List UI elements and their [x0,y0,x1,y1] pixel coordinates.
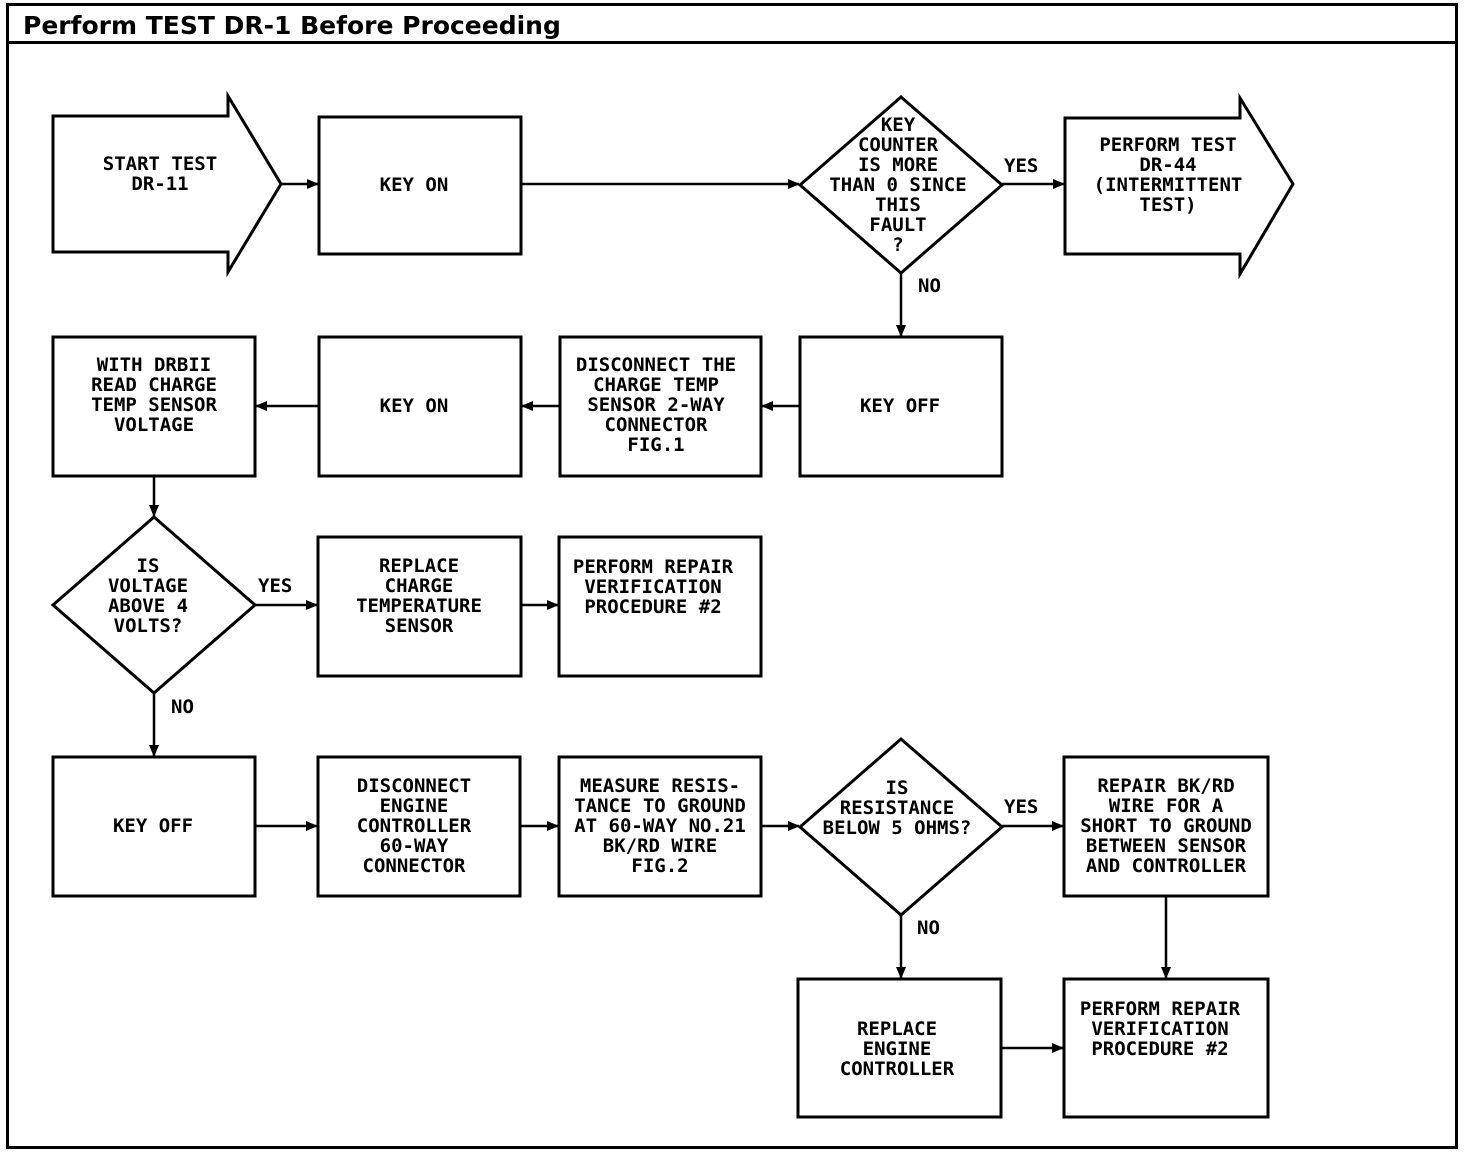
node-text-line: THIS [875,194,921,216]
node-text-line: PROCEDURE #2 [584,596,721,618]
node-text-line: WIRE FOR A [1109,795,1224,817]
node-text-line: TEMP SENSOR [91,394,217,416]
node-text-line: KEY OFF [113,815,193,837]
node-text-line: VOLTAGE [114,414,194,436]
node-text-line: VOLTS? [114,615,183,637]
node-text-line: ABOVE 4 [108,595,188,617]
start-arrow-shape [51,90,283,278]
verify-box-2 [1062,977,1270,1119]
verify-box-1 [557,535,763,678]
node-text-line: AT 60-WAY NO.21 [574,815,746,837]
node-text-line: READ CHARGE [91,374,217,396]
node-text-line: 60-WAY [380,835,449,857]
node-text-line: VERIFICATION [584,576,721,598]
node-text-line: FIG.2 [631,855,688,877]
node-text-line: RESISTANCE [840,797,954,819]
node-text-line: PERFORM REPAIR [573,556,734,578]
edge-label-yes-2: YES [258,575,292,597]
edge-label-no-3: NO [917,917,940,939]
node-text-line: TEMPERATURE [356,595,482,617]
key-on-box-1 [317,115,523,256]
node-text-line: SENSOR 2-WAY [587,394,725,416]
node-text-line: SHORT TO GROUND [1080,815,1252,837]
node-text-line: IS [137,555,160,577]
key-on-label-1: KEY ON [380,174,449,196]
node-text-line: REPLACE [379,555,459,577]
node-text-line: CONTROLLER [840,1058,955,1080]
node-text-line: COUNTER [858,134,939,156]
node-text-line: DR-44 [1139,154,1196,176]
node-text-line: IS [886,777,909,799]
repair-wire-box [1062,755,1270,898]
key-on-label-2: KEY ON [380,395,449,417]
node-text-line: ? [892,234,903,256]
key-off-label-2: KEY OFF [113,815,193,837]
node-text-line: WITH DRBII [97,354,211,376]
disconnect-engine-box [316,755,522,898]
node-text-line: THAN 0 SINCE [829,174,966,196]
node-text-line: VOLTAGE [108,575,188,597]
node-text-line: FAULT [869,214,926,236]
node-text-line: PROCEDURE #2 [1091,1038,1228,1060]
node-text-line: AND CONTROLLER [1086,855,1247,877]
node-text-line: DR-11 [131,173,188,195]
key-off-box-2 [51,755,257,898]
node-text-line: DISCONNECT THE [576,354,736,376]
node-text-line: CONNECTOR [363,855,467,877]
node-text-line: TEST) [1139,194,1196,216]
node-text-line: ENGINE [380,795,449,817]
node-text-line: BK/RD WIRE [603,835,717,857]
node-text-line: TANCE TO GROUND [574,795,746,817]
node-text-line: KEY OFF [860,395,940,417]
node-text-line: VERIFICATION [1091,1018,1228,1040]
page-title: Perform TEST DR-1 Before Proceeding [9,6,1455,44]
node-text-line: REPAIR BK/RD [1097,775,1234,797]
replace-sensor-box [316,535,523,678]
node-text-line: (INTERMITTENT [1094,174,1243,196]
node-text-line: ENGINE [863,1038,932,1060]
perform-dr44-arrow-shape [1063,92,1295,280]
node-text-line: KEY [881,114,916,136]
node-text-line: MEASURE RESIS- [580,775,740,797]
node-text-line: KEY ON [380,174,449,196]
node-text-line: PERFORM REPAIR [1080,998,1241,1020]
node-text-line: REPLACE [857,1018,937,1040]
node-text-line: CHARGE [385,575,454,597]
node-text-line: CHARGE TEMP [593,374,719,396]
node-text-line: KEY ON [380,395,449,417]
node-text-line: CONNECTOR [605,414,709,436]
replace-controller-box [796,977,1003,1119]
node-text-line: FIG.1 [627,434,684,456]
edge-label-yes-3: YES [1004,796,1038,818]
node-text-line: SENSOR [385,615,454,637]
node-text-line: BELOW 5 OHMS? [823,817,972,839]
measure-resistance-box [557,755,763,898]
node-text-line: CONTROLLER [357,815,472,837]
key-off-label-1: KEY OFF [860,395,940,417]
edge-label-no-2: NO [171,696,194,718]
edge-label-yes-1: YES [1004,155,1038,177]
edge-label-no-1: NO [918,275,941,297]
node-text-line: IS MORE [858,154,938,176]
node-text-line: PERFORM TEST [1099,134,1236,156]
node-text-line: START TEST [103,153,217,175]
diagram-frame: Perform TEST DR-1 Before Proceeding [6,3,1458,1149]
node-text-line: DISCONNECT [357,775,471,797]
node-text-line: BETWEEN SENSOR [1086,835,1247,857]
